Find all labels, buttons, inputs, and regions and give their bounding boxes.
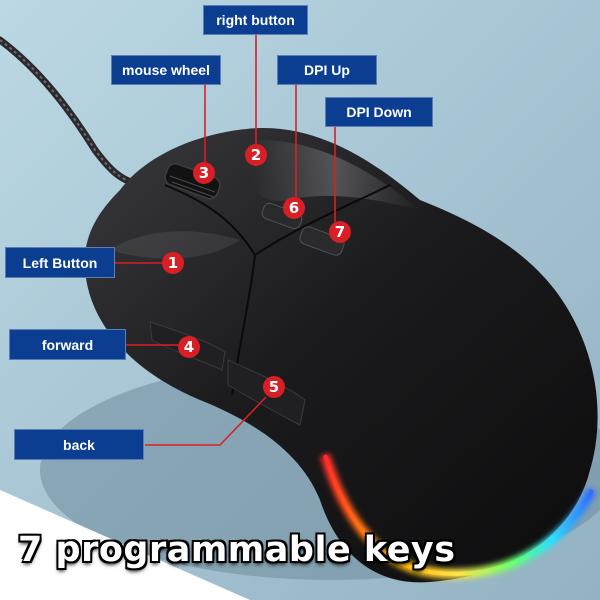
button-split-line	[164, 184, 257, 396]
label-left-button: Left Button	[5, 247, 115, 278]
mouse-side-highlight	[110, 231, 240, 259]
label-dpi-down: DPI Down	[325, 97, 433, 127]
label-right-button: right button	[203, 5, 308, 35]
badge-6: 6	[283, 197, 305, 219]
mouse-body	[84, 127, 598, 583]
label-back: back	[14, 429, 144, 460]
label-forward: forward	[9, 329, 126, 360]
caption: 7 programmable keys	[18, 530, 456, 570]
badge-4: 4	[178, 336, 200, 358]
badge-7: 7	[329, 221, 351, 243]
label-dpi-up: DPI Up	[277, 55, 377, 85]
mouse-highlight	[251, 140, 420, 210]
badge-2: 2	[245, 144, 267, 166]
corner-triangle	[0, 490, 250, 600]
leader-lines	[114, 34, 336, 446]
mouse-cable-highlight	[0, 39, 141, 186]
dpi-down-key	[299, 226, 345, 256]
label-mouse-wheel: mouse wheel	[111, 55, 221, 85]
right-button-edge	[254, 184, 391, 256]
badge-1: 1	[162, 252, 184, 274]
badge-3: 3	[193, 162, 215, 184]
badge-5: 5	[263, 376, 285, 398]
